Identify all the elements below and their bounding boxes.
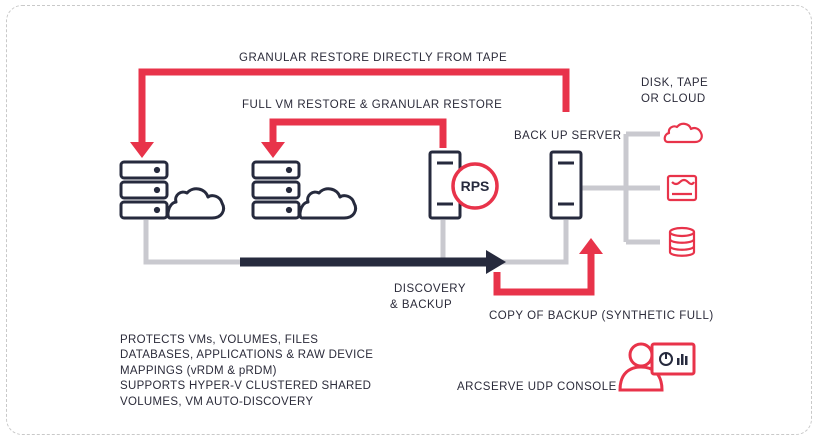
tower-server-icon <box>549 150 583 220</box>
console-label: ARCSERVE UDP CONSOLE <box>457 381 617 393</box>
storage-label-line2: OR CLOUD <box>641 93 706 105</box>
storage-label-line1: DISK, TAPE <box>641 77 709 89</box>
connector-lines <box>143 131 660 265</box>
feature-line: PROTECTS VMs, VOLUMES, FILES <box>120 334 319 346</box>
discovery-backup-arrow <box>240 250 506 274</box>
copy-backup-arrow <box>493 238 603 296</box>
feature-line: VOLUMES, VM AUTO-DISCOVERY <box>120 395 314 408</box>
features-list: PROTECTS VMs, VOLUMES, FILES DATABASES, … <box>120 333 373 410</box>
diagram-frame <box>6 5 812 435</box>
database-icon <box>668 226 696 257</box>
full-vm-restore-arrow <box>261 118 447 158</box>
feature-line: MAPPINGS (vRDM & pRDM) <box>120 364 277 377</box>
rps-label: RPS <box>461 178 490 194</box>
tape-icon <box>666 174 698 202</box>
cloud-storage-icon <box>663 122 703 144</box>
discovery-label-line2: & BACKUP <box>390 299 453 311</box>
backup-server-label: BACK UP SERVER <box>514 130 622 142</box>
feature-line: SUPPORTS HYPER-V CLUSTERED SHARED <box>120 380 372 393</box>
copy-backup-label: COPY OF BACKUP (SYNTHETIC FULL) <box>489 310 714 322</box>
cloud-icon <box>298 187 358 220</box>
granular-restore-tape-arrow <box>130 68 570 158</box>
feature-line: DATABASES, APPLICATIONS & RAW DEVICE <box>120 349 374 362</box>
granular-restore-tape-label: GRANULAR RESTORE DIRECTLY FROM TAPE <box>239 52 508 64</box>
cloud-icon <box>166 187 226 220</box>
dashboard-icon <box>650 342 696 376</box>
server-stack-icon <box>251 160 301 220</box>
rps-badge-icon: RPS <box>451 162 499 210</box>
full-vm-restore-label: FULL VM RESTORE & GRANULAR RESTORE <box>242 99 503 111</box>
server-stack-icon <box>119 160 169 220</box>
discovery-label-line1: DISCOVERY <box>394 283 467 295</box>
